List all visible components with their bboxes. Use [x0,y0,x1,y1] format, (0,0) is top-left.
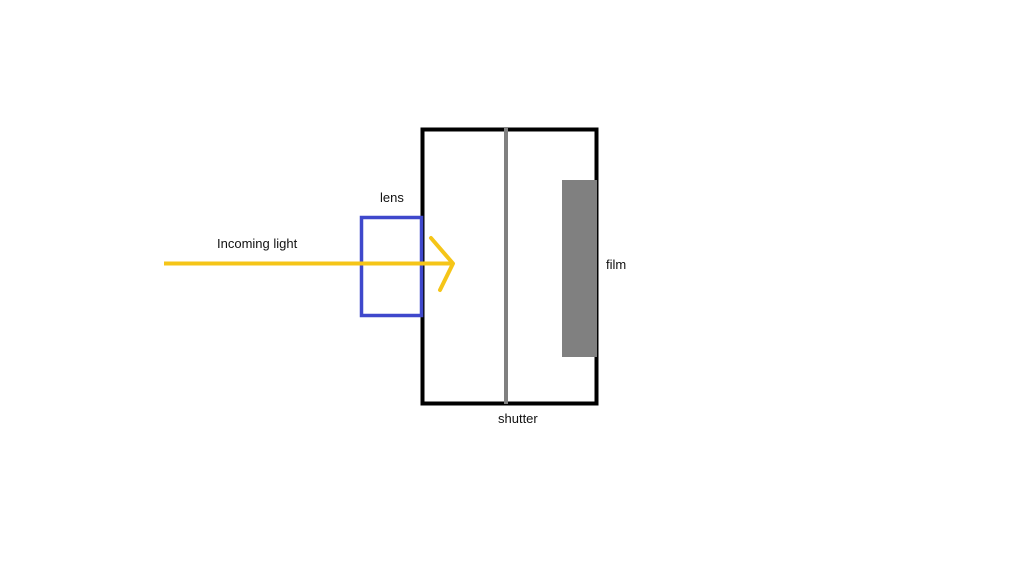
light-arrowhead-icon [429,236,455,292]
lens-label: lens [380,190,404,205]
lens [359,215,424,318]
shutter-label: shutter [498,411,538,426]
film [562,180,597,357]
incoming-light-label: Incoming light [217,236,298,251]
film-label: film [606,257,627,272]
